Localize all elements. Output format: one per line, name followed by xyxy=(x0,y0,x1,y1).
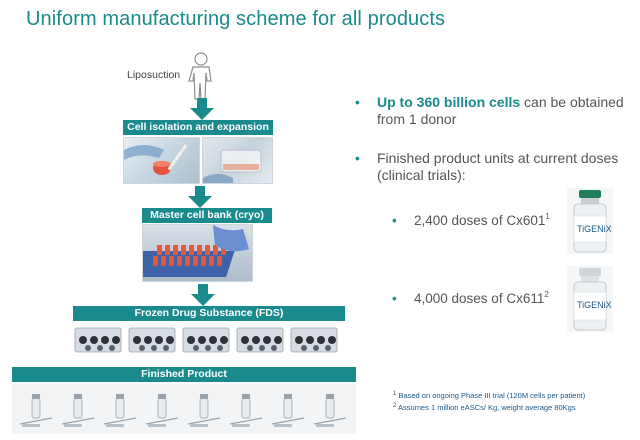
stage-finished-product: Finished Product xyxy=(12,367,356,382)
cx611-doses: 4,000 doses of Cx611 xyxy=(414,291,545,306)
arrow-down-icon xyxy=(190,98,214,120)
sub-bullet-dot-icon: • xyxy=(392,213,397,228)
lab-photo-flask xyxy=(202,137,273,184)
frozen-bags-row xyxy=(74,327,338,353)
cx601-doses: 2,400 doses of Cx601 xyxy=(414,213,546,228)
footnote-1-marker: 1 xyxy=(393,391,397,397)
stage-master-cell-bank: Master cell bank (cryo) xyxy=(142,208,272,223)
stage-cell-isolation: Cell isolation and expansion xyxy=(123,120,273,135)
footnote-2: 2 Assumes 1 million eASCs/ Kg, weight av… xyxy=(393,403,576,412)
vial-brand-label: TiGENiX xyxy=(577,300,612,310)
vial-brand-label: TiGENiX xyxy=(577,224,612,234)
bullet-cells-per-donor: • Up to 360 billion cells can be obtaine… xyxy=(355,94,635,134)
cx601-footnote-ref: 1 xyxy=(545,212,550,221)
vial-cx611-image: TiGENiX xyxy=(567,266,613,332)
sub-bullet-cx611: • 4,000 doses of Cx6112 xyxy=(392,290,549,306)
cx611-footnote-ref: 2 xyxy=(544,290,549,299)
finished-vials-row xyxy=(12,384,356,434)
sub-bullet-cx601: • 2,400 doses of Cx6011 xyxy=(392,212,550,228)
cells-count-rest: can be obtained from 1 donor xyxy=(377,94,624,127)
arrow-down-icon xyxy=(188,186,212,208)
stage-frozen-drug-substance: Frozen Drug Substance (FDS) xyxy=(73,306,345,321)
vial-cx601-image: TiGENiX xyxy=(567,188,613,254)
arrow-down-icon xyxy=(191,284,215,306)
liposuction-label: Liposuction xyxy=(127,69,181,81)
bullet-dot-icon: • xyxy=(355,94,360,110)
footnote-1-text: Based on ongoing Phase III trial (120M c… xyxy=(398,391,586,400)
footnote-2-text: Assumes 1 million eASCs/ Kg, weight aver… xyxy=(398,403,576,412)
bullet-finished-units: • Finished product units at current dose… xyxy=(355,150,635,190)
person-icon xyxy=(188,52,212,100)
footnote-1: 1 Based on ongoing Phase III trial (120M… xyxy=(393,391,585,400)
page-title: Uniform manufacturing scheme for all pro… xyxy=(26,8,446,30)
finished-units-text: Finished product units at current doses … xyxy=(377,150,619,183)
lab-photo-petri xyxy=(123,137,200,184)
cells-count-strong: Up to 360 billion cells xyxy=(377,94,521,110)
cryo-vials-photo xyxy=(142,224,253,282)
footnote-2-marker: 2 xyxy=(393,403,397,409)
sub-bullet-dot-icon: • xyxy=(392,291,397,306)
bullet-dot-icon: • xyxy=(355,150,360,166)
